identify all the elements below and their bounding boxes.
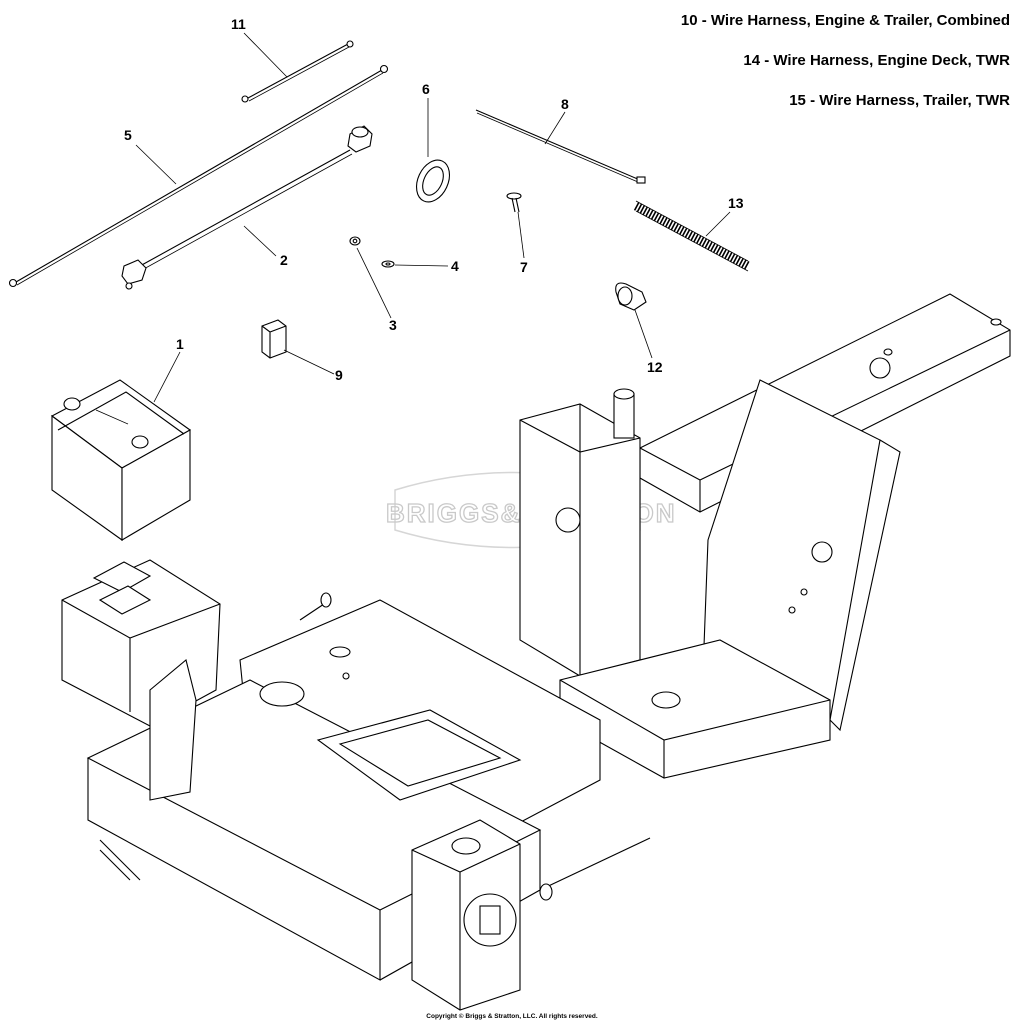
- part-4-washer[interactable]: [381, 260, 395, 268]
- callout-8: 8: [561, 96, 569, 112]
- callout-5: 5: [124, 127, 132, 143]
- callout-4: 4: [451, 258, 459, 274]
- part-8-cable-tie[interactable]: [475, 109, 646, 184]
- legend-item-10: 10 - Wire Harness, Engine & Trailer, Com…: [680, 12, 1010, 29]
- part-5-wire-harness[interactable]: [8, 64, 389, 288]
- part-7-screw[interactable]: [506, 192, 522, 213]
- callout-9: 9: [335, 367, 343, 383]
- legend-item-15: 15 - Wire Harness, Trailer, TWR: [789, 92, 1010, 109]
- part-12-clamp[interactable]: [615, 282, 647, 311]
- part-3-nut[interactable]: [349, 236, 361, 246]
- leader-lines: [135, 32, 731, 403]
- part-13-loom[interactable]: [633, 200, 751, 272]
- part-6-grommet[interactable]: [410, 155, 456, 208]
- callout-6: 6: [422, 81, 430, 97]
- callouts: 11 5 2 3 4 6 7 8 13 12 9 1: [124, 16, 744, 383]
- copyright-notice: Copyright © Briggs & Stratton, LLC. All …: [426, 1013, 598, 1020]
- part-9-connector[interactable]: [261, 319, 287, 359]
- callout-13: 13: [728, 195, 744, 211]
- part-1-battery[interactable]: [50, 379, 192, 542]
- legend-item-14: 14 - Wire Harness, Engine Deck, TWR: [743, 52, 1010, 69]
- frame-assembly: [61, 293, 1011, 1011]
- callout-11: 11: [231, 16, 246, 32]
- callout-3: 3: [389, 317, 397, 333]
- callout-7: 7: [520, 259, 528, 275]
- callout-12: 12: [647, 359, 663, 375]
- part-2-spark-plug-wire[interactable]: [121, 125, 373, 290]
- callout-2: 2: [280, 252, 288, 268]
- part-11-wire-harness[interactable]: [241, 40, 354, 103]
- callout-1: 1: [176, 336, 184, 352]
